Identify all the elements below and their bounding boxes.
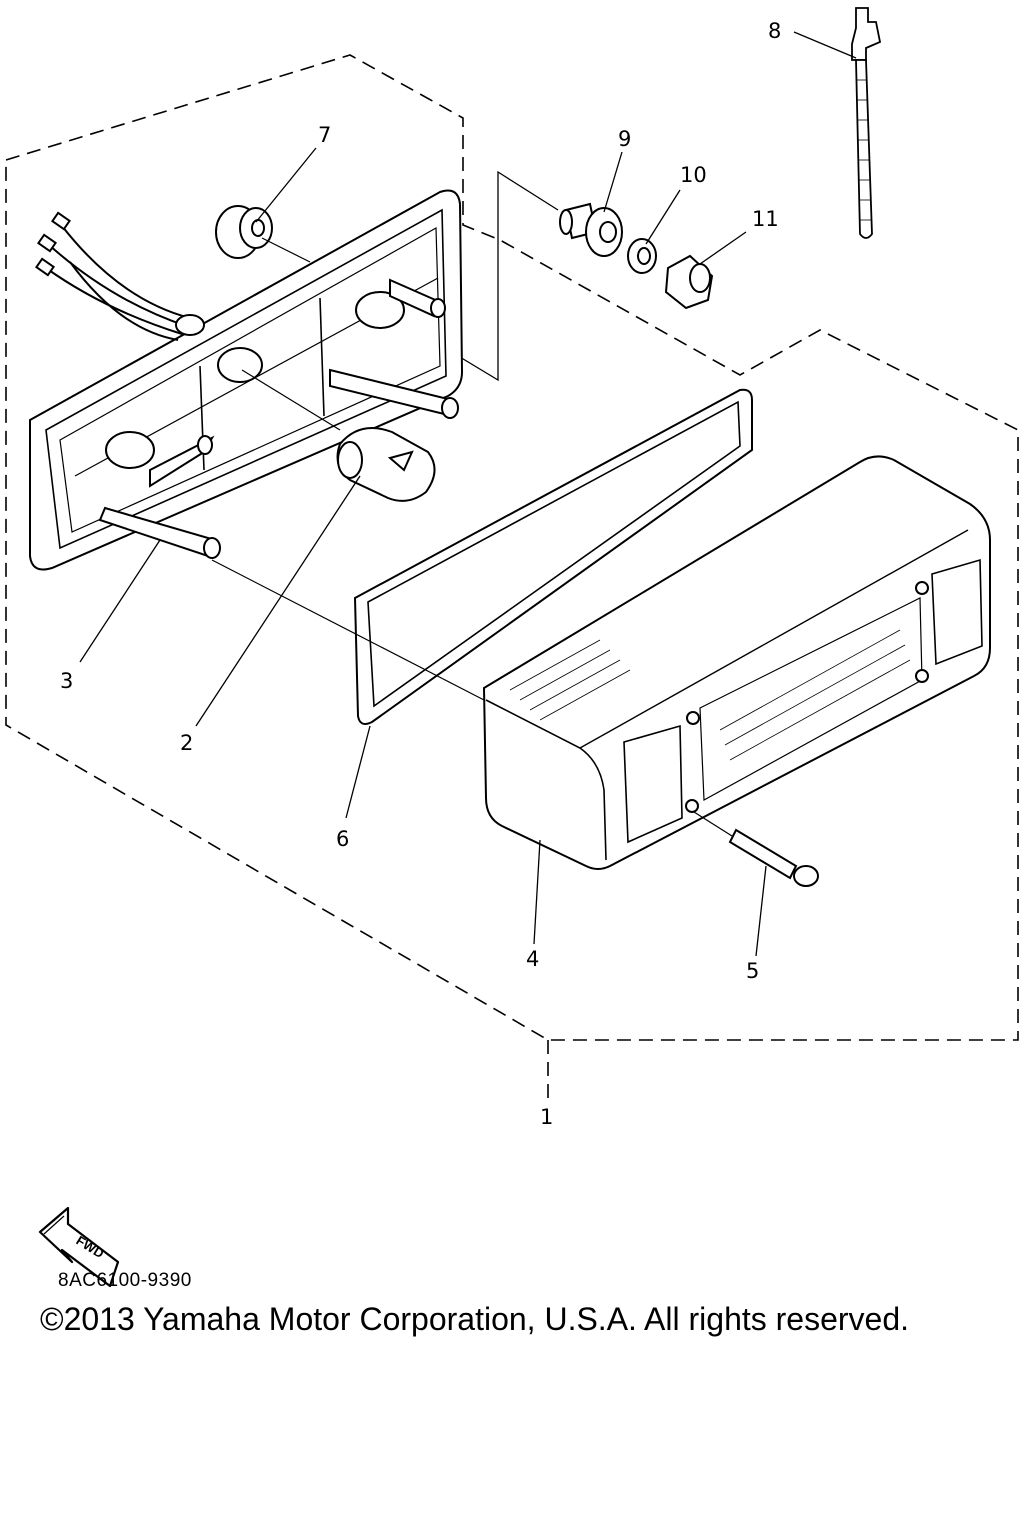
callout-10: 10 (680, 163, 707, 187)
callout-9: 9 (618, 127, 631, 151)
assembly-boundary (5, 54, 1019, 1041)
bulb-guide (241, 369, 341, 431)
leader-lines (79, 31, 857, 957)
grommet-guide (261, 237, 311, 263)
callout-3: 3 (60, 669, 73, 693)
nut (664, 254, 714, 310)
screw (728, 828, 819, 887)
screw-guide (693, 811, 733, 837)
bulb (336, 427, 436, 502)
callout-5: 5 (746, 959, 759, 983)
bracket-guide-lines (439, 170, 559, 382)
callout-4: 4 (526, 947, 539, 971)
taillight-housing (29, 189, 464, 571)
callout-7: 7 (318, 123, 331, 147)
washer (627, 238, 657, 274)
callout-2: 2 (180, 731, 193, 755)
part-code: 8AC6100-9390 (58, 1270, 192, 1291)
forward-arrow-icon: FWD (38, 1206, 120, 1288)
lens-guide (211, 559, 485, 701)
mounting-bolt (559, 202, 623, 257)
copyright-notice: ©2013 Yamaha Motor Corporation, U.S.A. A… (40, 1301, 910, 1337)
lens (482, 455, 991, 870)
callout-1: 1 (540, 1105, 553, 1129)
cable-tie (851, 7, 882, 239)
grommet (215, 205, 273, 259)
callout-6: 6 (336, 827, 349, 851)
callout-8: 8 (768, 19, 781, 43)
gasket (353, 388, 753, 725)
callout-11: 11 (752, 207, 779, 231)
wiring-harness (35, 211, 205, 341)
